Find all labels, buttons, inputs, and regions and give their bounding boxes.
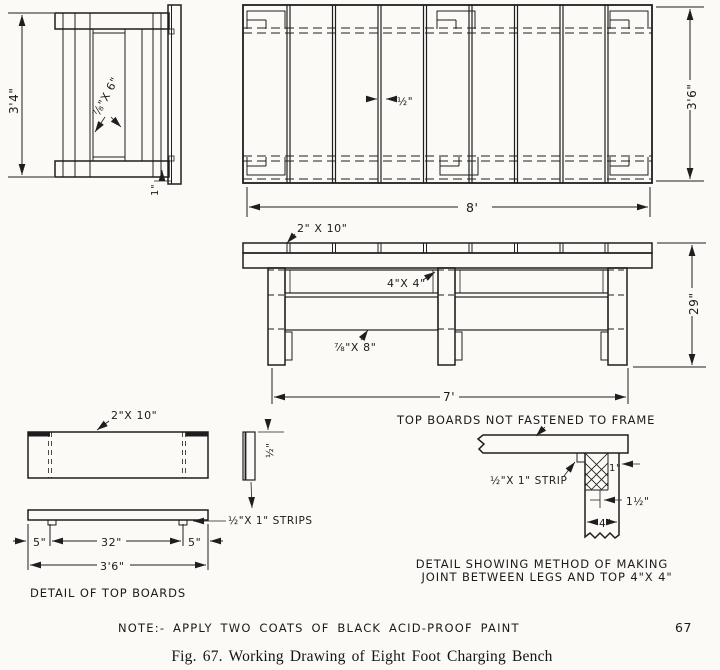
elev-hidden-rail-lines <box>268 269 627 330</box>
joint-strip <box>576 452 586 463</box>
plan-gap-dim: ½" <box>397 96 413 108</box>
detail-strip-block-left <box>47 519 57 526</box>
end-view-top-boards-edge <box>167 4 182 185</box>
paint-note: NOTE:- APPLY TWO COATS OF BLACK ACID-PRO… <box>118 621 520 635</box>
dim-5-left: 5" <box>33 536 46 549</box>
plan-leg-notch-top-left <box>246 10 286 29</box>
elev-leg-label: 4"X 4" <box>387 277 426 290</box>
joint-leg <box>584 453 620 540</box>
elev-height-dim: 29" <box>687 292 701 315</box>
joint-dim-15-tick <box>590 490 601 508</box>
plan-leg-notch-bottom-left <box>246 157 286 176</box>
plan-outline <box>242 4 653 184</box>
end-view-height-dim: 3'4" <box>7 88 21 115</box>
joint-strip-leader <box>563 461 576 477</box>
joint-notch-hatching <box>585 453 608 490</box>
rail-leader-right <box>110 116 122 128</box>
page-number: 67 <box>675 620 692 635</box>
elev-lower-rail-left <box>284 296 439 331</box>
plan-length-dim: 8' <box>466 200 479 215</box>
end-view: 3'4" ⅞"X 6" 1" <box>7 4 182 196</box>
elev-span-dim: 7' <box>443 390 455 404</box>
elev-upper-rail-right <box>454 269 609 294</box>
detail-dim-extensions <box>27 524 209 570</box>
elev-skirt-band <box>242 252 653 269</box>
dim-32: 32" <box>101 536 122 549</box>
detail-board-leader <box>96 420 110 431</box>
strip-thickness-dim: ½" <box>264 443 276 459</box>
elev-leg-middle <box>437 267 456 366</box>
side-elevation: 2" X 10" 4"X 4" ⅞"X 8" 29" 7' TOP BOARDS… <box>242 222 706 437</box>
elev-lower-rail-right <box>454 296 609 331</box>
detail-hidden-strip-lines <box>48 432 186 478</box>
plan-width-dim: 3'6" <box>685 84 699 111</box>
detail-strip-endview <box>242 431 256 481</box>
plan-leg-notch-top-right <box>609 10 649 29</box>
elev-rail-end-lines <box>289 270 604 293</box>
dim-5-right: 5" <box>188 536 201 549</box>
end-view-strip-dim: 1" <box>150 184 161 196</box>
detail-board-side <box>27 509 209 521</box>
rail-leader <box>358 329 369 341</box>
end-view-extension-lines <box>8 12 54 178</box>
elev-board-joint-ticks <box>286 243 609 253</box>
strips-leader-down <box>248 481 255 509</box>
detail-strip-cap-right <box>186 432 208 437</box>
end-view-strip-top <box>168 28 175 35</box>
joint-top-board <box>476 434 629 454</box>
dim-36: 3'6" <box>100 560 124 573</box>
plan-width-extensions <box>656 6 704 182</box>
strips-label: ½"X 1" STRIPS <box>228 515 313 527</box>
joint-notch-lines <box>585 453 609 491</box>
elev-height-extensions <box>633 242 706 368</box>
end-view-rails <box>62 13 162 177</box>
plan-leg-notch-bottom-right <box>609 157 649 176</box>
page-text: NOTE:- APPLY TWO COATS OF BLACK ACID-PRO… <box>118 620 692 665</box>
joint-caption-line1: DETAIL SHOWING METHOD OF MAKING <box>416 557 668 571</box>
elev-note: TOP BOARDS NOT FASTENED TO FRAME <box>396 413 655 427</box>
plan-length-extensions <box>246 187 651 217</box>
elev-leg-right <box>607 267 628 366</box>
detail-board-plan <box>27 431 209 479</box>
plan-board-joints <box>286 5 609 183</box>
joint-dim-1: 1" <box>609 463 621 474</box>
top-board-detail: 2"X 10" ½" ½"X 1" STRIPS 5" 32" 5" 3'6" … <box>13 409 313 600</box>
joint-dim-4: 4" <box>599 518 612 530</box>
plan-leg-notch-top-middle <box>436 10 476 29</box>
joint-caption-line2: JOINT BETWEEN LEGS AND TOP 4"X 4" <box>420 570 672 584</box>
rail-leader-left <box>94 116 106 133</box>
elev-farleg-middle <box>454 331 463 361</box>
elev-upper-rail-left <box>284 269 439 294</box>
joint-detail: ½"X 1" STRIP 1" 1½" 4" DETAIL SHOWING ME… <box>416 434 672 584</box>
end-view-strip-bottom <box>168 155 175 162</box>
detail-caption: DETAIL OF TOP BOARDS <box>30 586 186 600</box>
top-board-leader <box>286 232 297 244</box>
elev-rail-label: ⅞"X 8" <box>334 341 376 354</box>
elev-leg-left <box>267 267 286 366</box>
detail-strip-cap-left <box>28 432 50 437</box>
end-view-rail-label: ⅞"X 6" <box>90 75 121 119</box>
joint-dim-15: 1½" <box>626 496 650 508</box>
elev-top-board-label: 2" X 10" <box>297 222 347 235</box>
plan-view: ½" 3'6" 8' <box>242 4 704 217</box>
detail-board-label: 2"X 10" <box>111 409 157 422</box>
figure-caption: Fig. 67. Working Drawing of Eight Foot C… <box>171 648 552 665</box>
plan-hidden-frame-lines <box>243 27 652 180</box>
leg-leader <box>422 271 436 281</box>
plan-leg-notch-bottom-middle <box>439 157 479 176</box>
elev-span-extensions <box>271 368 629 404</box>
elev-farleg-right <box>600 331 609 361</box>
elev-farleg-left <box>284 331 293 361</box>
joint-strip-label: ½"X 1" STRIP <box>490 475 567 487</box>
elev-top-boards <box>242 242 653 254</box>
